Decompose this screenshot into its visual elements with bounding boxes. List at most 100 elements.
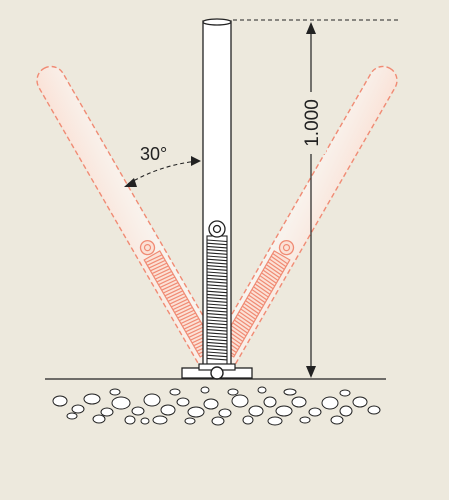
coil-turn [270,255,287,268]
gravel-bed [52,386,381,426]
coil-turn [206,297,228,300]
gravel-stone [160,404,176,416]
coil-turn [206,338,228,342]
coil-turn [206,351,228,355]
coil-turn [163,284,180,294]
coil-turn [206,258,228,262]
coil-turn [169,295,187,305]
coil-turn [206,348,228,351]
spring-top-eye [208,220,226,238]
coil-turn [206,268,228,271]
coil-turn [206,255,228,259]
gravel-stone [124,415,136,425]
coil-turn [232,322,248,334]
coil-turn [206,293,228,297]
coil-turn [237,313,253,326]
coil-turn [206,284,228,287]
gravel-stone [52,395,68,407]
gravel-stone [83,393,101,405]
coil-turn [206,306,228,310]
coil-turn [206,274,228,278]
gravel-stone [211,416,225,426]
coil-turn [233,319,250,331]
gravel-stone [187,406,205,418]
coil-turn [272,253,288,265]
coil-turn [246,297,263,309]
coil-turn [245,300,261,312]
coil-turn [265,264,282,276]
coil-turn [206,239,228,243]
coil-turn [259,275,276,287]
gravel-stone [100,407,114,417]
gravel-stone [242,415,254,425]
gravel-stone [339,405,353,417]
gravel-stone [111,396,131,410]
gravel-stone [275,405,293,417]
coil-turn [206,281,228,284]
gravel-stone [131,406,145,416]
coil-turn [151,265,169,275]
coil-turn [206,242,228,246]
coil-turn [256,280,272,293]
coil-turn [206,261,228,265]
coil-turn [206,319,228,323]
coil-turn [206,335,228,339]
coil-turn [206,252,228,255]
coil-turn [164,287,182,297]
coil-turn [158,276,176,286]
coil-spring [206,239,228,361]
coil-turn [269,258,285,270]
coil-turn [249,291,266,304]
coil-turn [235,316,252,329]
coil-turn [161,281,179,291]
coil-turn [156,273,174,283]
gravel-stone [330,415,344,425]
gravel-stone [291,396,307,408]
coil-turn [254,283,271,295]
coil-turn [206,341,228,345]
coil-turn [187,326,204,336]
coil-turn [145,254,163,264]
coil-turn [206,329,228,332]
gravel-stone [231,394,249,408]
gravel-stone [184,417,196,425]
coil-turn [206,249,228,252]
gravel-stone [283,388,297,396]
coil-turn [206,325,228,329]
gravel-stone [367,405,381,415]
coil-turn [206,265,228,268]
coil-turn [230,325,247,337]
angle-arc [127,160,199,185]
coil-turn [206,322,228,326]
coil-turn [206,271,228,275]
coil-turn [150,262,168,272]
gravel-stone [227,388,239,396]
gravel-stone [339,389,351,397]
gravel-stone [169,388,181,396]
coil-turn [243,302,260,315]
coil-turn [240,308,256,320]
gravel-stone [321,396,339,410]
coil-turn [174,304,192,313]
coil-turn [166,290,184,300]
gravel-stone [218,408,232,418]
coil-turn [172,301,190,311]
coil-turn [257,277,274,290]
coil-turn [155,270,172,280]
gravel-stone [267,416,283,426]
post-top-cap [202,18,232,26]
angle-label: 30° [140,144,167,164]
coil-turn [153,268,171,277]
gravel-stone [152,415,168,425]
gravel-stone [176,397,190,407]
angle-indicator [124,156,201,187]
coil-turn [206,277,228,281]
coil-turn [159,279,177,288]
base-plate [181,363,253,380]
gravel-stone [299,416,311,424]
gravel-stone [200,386,210,394]
coil-turn [267,261,284,273]
gravel-stone [143,393,161,407]
gravel-stone [92,414,106,424]
